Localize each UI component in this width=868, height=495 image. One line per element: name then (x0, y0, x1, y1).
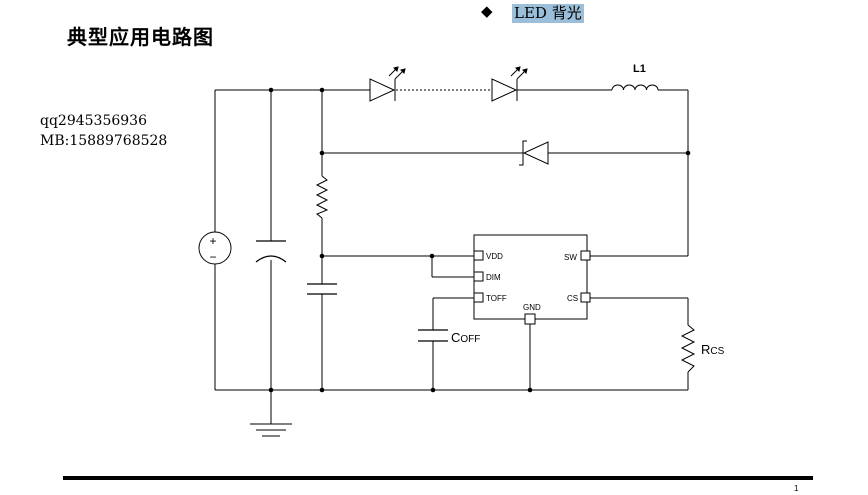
led-1-arrowhead (393, 66, 399, 72)
led-2-arrowhead (515, 66, 521, 72)
diode-triangle (522, 141, 549, 165)
resistor-rcs (680, 324, 696, 373)
junction-dots (268, 87, 691, 393)
page-number: 1 (794, 484, 799, 493)
coff-label-sub: OFF (460, 334, 480, 345)
capacitor-curved-plate (255, 255, 287, 263)
schottky-diode (519, 140, 549, 166)
junction-dot (429, 253, 435, 259)
led-1-arrowhead (400, 68, 406, 74)
inductor-label: L1 (633, 63, 646, 75)
coff-label-main: C (451, 330, 460, 345)
bullet-diamond-icon: ◆ (481, 2, 493, 20)
ic-pin-sw (580, 250, 591, 261)
inductor-l1 (611, 84, 659, 91)
junction-dot (319, 87, 325, 93)
junction-dot (430, 387, 436, 393)
dc-source: + − (198, 231, 232, 265)
resistor (315, 175, 329, 219)
junction-dot (319, 387, 325, 393)
contact-mobile: MB:15889768528 (40, 133, 168, 149)
controller-ic: VDD DIM TOFF GND SW CS (473, 234, 591, 325)
capacitor-coff (418, 329, 448, 342)
dc-source-circle (198, 231, 232, 265)
rcs-label: RCS (701, 342, 725, 357)
rcs-label-main: R (701, 342, 710, 357)
led-1-triangle (369, 78, 396, 102)
rcs-label-sub: CS (710, 346, 724, 357)
led-1 (369, 66, 406, 102)
ic-pin-vdd (473, 250, 484, 261)
pin-label-gnd: GND (523, 303, 541, 312)
page-title: 典型应用电路图 (67, 25, 214, 49)
ground-icon (250, 423, 292, 437)
capacitor-bulk (255, 240, 287, 263)
pin-label-vdd: VDD (486, 252, 503, 261)
pin-label-cs: CS (567, 294, 578, 303)
contact-qq: qq2945356936 (40, 113, 147, 129)
junction-dot (319, 253, 325, 259)
junction-dot (268, 87, 274, 93)
led-2-arrowhead (522, 68, 528, 74)
diode-schottky-bar (519, 140, 527, 166)
coff-label: COFF (451, 330, 480, 345)
junction-dot (685, 150, 691, 156)
ic-pin-gnd (524, 313, 536, 325)
ic-body (473, 234, 588, 320)
ic-pin-dim (473, 271, 484, 282)
pin-label-sw: SW (564, 253, 577, 262)
pin-label-toff: TOFF (486, 294, 507, 303)
junction-dot (268, 387, 274, 393)
ic-pin-cs (580, 292, 591, 303)
dc-source-minus: − (210, 250, 217, 264)
ic-pin-toff (473, 292, 484, 303)
dc-source-plus: + (210, 234, 217, 248)
junction-dot (527, 387, 533, 393)
pin-label-dim: DIM (486, 273, 501, 282)
capacitor-vdd (307, 283, 337, 295)
junction-dot (319, 150, 325, 156)
led-2-triangle (491, 78, 518, 102)
led-2 (491, 66, 528, 102)
section-topic: LED 背光 (512, 4, 584, 23)
